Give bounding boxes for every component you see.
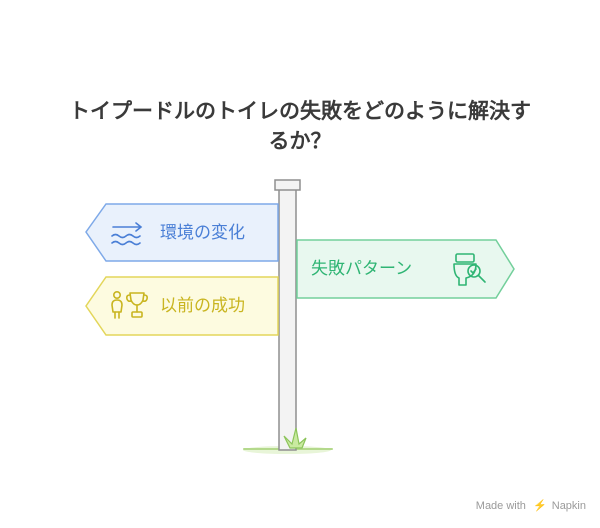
napkin-brand-text: Napkin [551,500,586,512]
sign-label-environment: 環境の変化 [160,223,245,243]
trophy-people-icon [111,290,148,319]
water-waves-icon [111,222,143,246]
title-line-1: トイプードルのトイレの失敗をどのように解決す [69,99,531,123]
title-line-2: るか？ [268,129,332,153]
signpost-pole [278,187,297,451]
page-title: トイプードルのトイレの失敗をどのように解決す るか？ [0,96,600,156]
toilet-search-icon [453,253,486,286]
grass-icon [283,427,307,449]
sign-previous-success[interactable] [85,276,279,336]
made-with-text: Made with [475,500,526,512]
sign-label-previous-success: 以前の成功 [160,296,245,316]
signpost-cap [274,179,301,191]
napkin-logo-icon: ⚡ [532,500,547,512]
sign-failure-pattern[interactable] [296,239,515,299]
sign-environment[interactable] [85,203,279,262]
sign-label-failure-pattern: 失敗パターン [311,259,413,279]
made-with-napkin-badge[interactable]: Made with ⚡ Napkin [476,499,586,512]
